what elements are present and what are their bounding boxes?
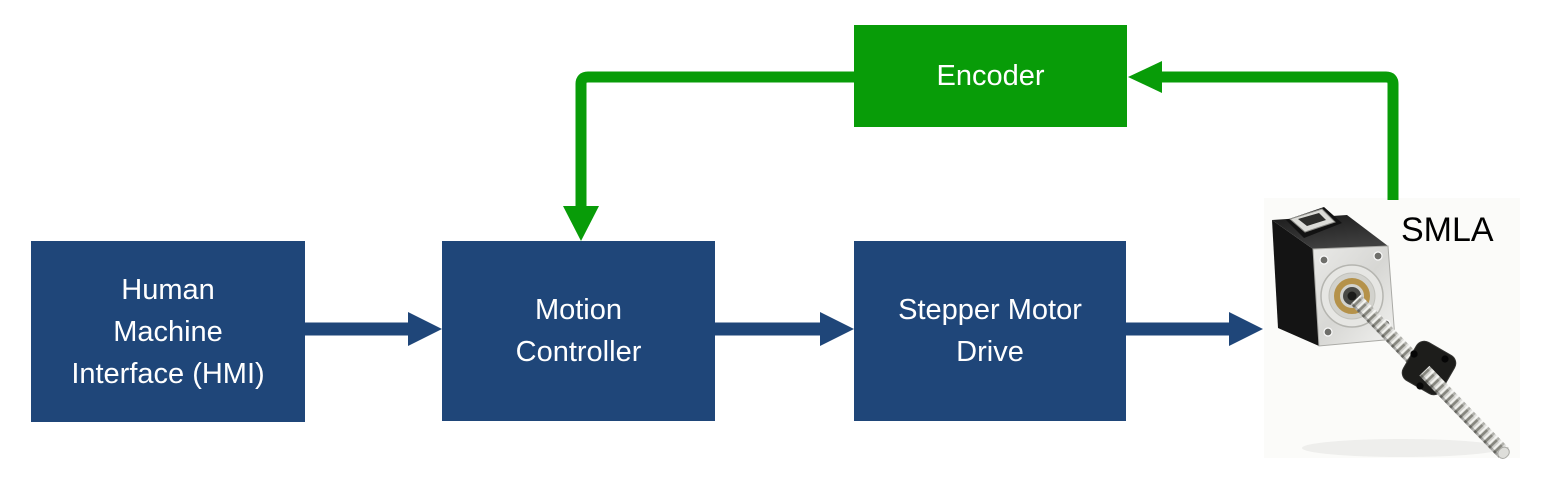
block-encoder: Encoder (854, 25, 1127, 127)
block-stepper-motor-drive-label-line2: Drive (956, 336, 1024, 368)
feedback-arrowhead-into-motion-controller (563, 206, 599, 241)
lead-screw-front-icon (1419, 365, 1510, 459)
smla-actuator-photo (1264, 198, 1520, 459)
feedback-arrowhead-into-encoder (1128, 61, 1162, 93)
block-stepper-motor-drive-label-line1: Stepper Motor (898, 294, 1082, 326)
arrow-stepper-drive-to-smla (1126, 312, 1263, 346)
block-motion-controller-label-line2: Controller (515, 336, 642, 368)
arrow-motion-controller-to-stepper-drive (715, 312, 854, 346)
block-hmi: Human Machine Interface (HMI) (31, 241, 305, 422)
block-hmi-label-line1: Human (121, 273, 215, 306)
block-encoder-label: Encoder (936, 60, 1045, 92)
block-motion-controller: Motion Controller (442, 241, 715, 421)
block-hmi-label-line2: Machine (113, 315, 223, 348)
smla-label: SMLA (1401, 211, 1494, 249)
feedback-line-encoder-to-motion-controller (575, 71, 854, 210)
block-stepper-motor-drive: Stepper Motor Drive (854, 241, 1126, 421)
photo-shadow (1302, 439, 1502, 457)
arrow-hmi-to-motion-controller (305, 312, 442, 346)
block-motion-controller-label-line1: Motion (534, 294, 623, 326)
block-hmi-label-line3: Interface (HMI) (71, 357, 265, 390)
feedback-line-smla-to-encoder (1162, 71, 1399, 200)
